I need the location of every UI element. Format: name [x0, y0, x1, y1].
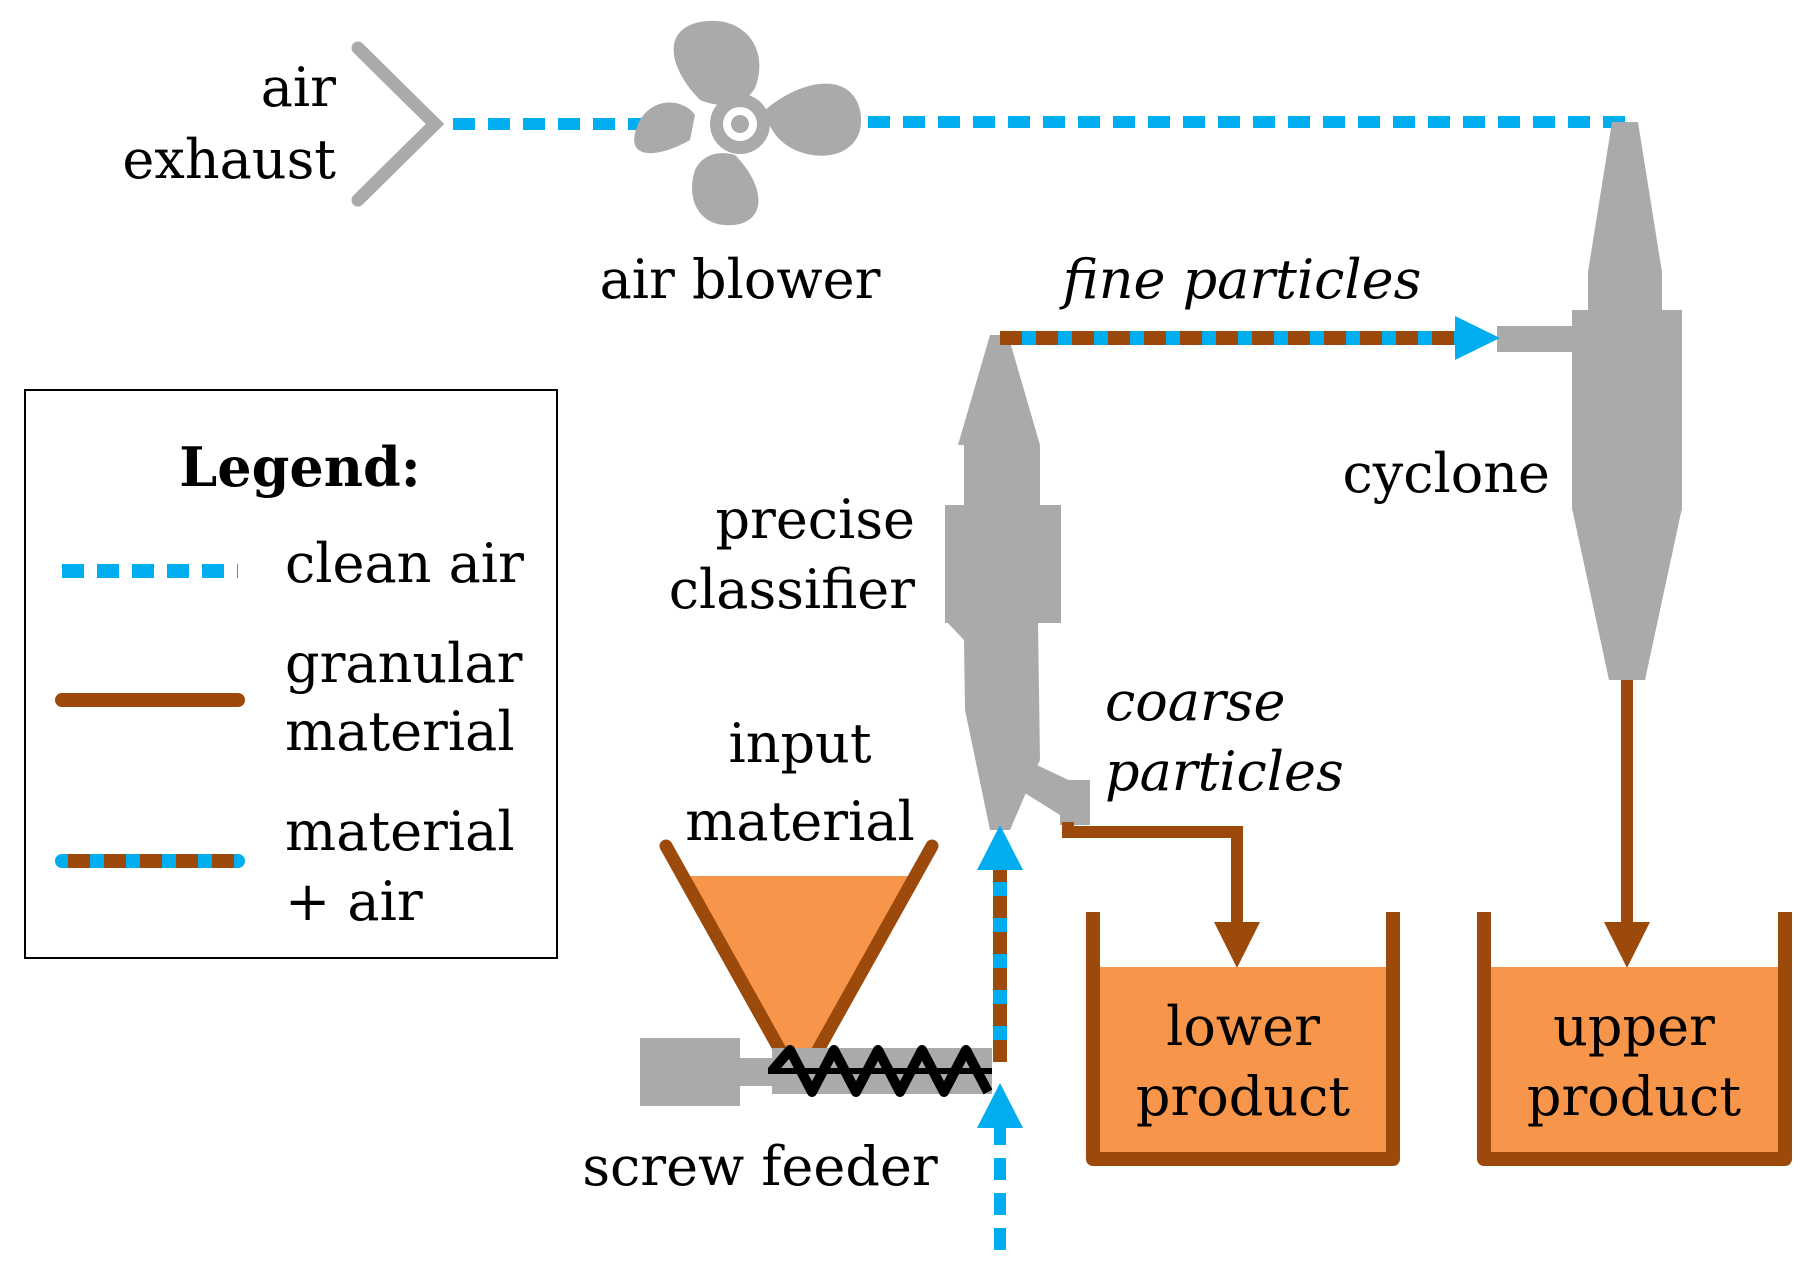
legend-label-material-air-line2: + air	[285, 870, 423, 933]
coarse-particles-label-line1: coarse	[1105, 670, 1285, 733]
classifier-label-line2: classifier	[669, 558, 915, 621]
legend: Legend: clean air granular material mate…	[24, 389, 558, 959]
classifier-vessel	[945, 335, 1090, 830]
cyclone-label: cyclone	[1342, 442, 1550, 505]
screw-icon	[768, 1045, 993, 1097]
legend-label-granular-material-line2: material	[285, 700, 515, 763]
fine-particles-label: fine particles	[1059, 248, 1422, 311]
screw-feeder-label: screw feeder	[582, 1135, 938, 1198]
cyclone-discharge-arrowhead	[1604, 922, 1650, 968]
coarse-particles-line	[1062, 822, 1243, 925]
legend-label-clean-air: clean air	[285, 532, 524, 595]
input-material-label-line2: material	[685, 790, 915, 853]
air-inlet-arrowhead	[977, 1083, 1023, 1128]
lower-product-bin	[1086, 912, 1400, 1166]
upper-product-label-line2: product	[1527, 1065, 1741, 1128]
legend-label-granular-material-line1: granular	[285, 632, 523, 695]
legend-label-material-air-line1: material	[285, 800, 515, 863]
upper-product-bin	[1477, 912, 1792, 1166]
air-exhaust-label-line2: exhaust	[122, 128, 336, 191]
legend-title: Legend:	[179, 435, 420, 499]
air-exhaust-vent-icon	[351, 41, 445, 207]
feed-riser-arrowhead	[977, 825, 1023, 870]
fine-particles-arrowhead	[1455, 316, 1500, 360]
fan-icon	[634, 20, 862, 226]
coarse-particles-label-line2: particles	[1105, 740, 1344, 803]
input-material-label-line1: input	[728, 712, 871, 775]
lower-product-label-line2: product	[1136, 1065, 1350, 1128]
input-hopper	[659, 839, 939, 1057]
coarse-particles-arrowhead	[1214, 922, 1260, 968]
lower-product-label-line1: lower	[1166, 995, 1320, 1058]
classifier-label-line1: precise	[715, 488, 915, 551]
air-exhaust-label-line1: air	[261, 56, 336, 119]
cyclone-vessel	[1497, 122, 1682, 680]
air-blower-label: air blower	[600, 248, 881, 311]
upper-product-label-line1: upper	[1553, 995, 1715, 1058]
